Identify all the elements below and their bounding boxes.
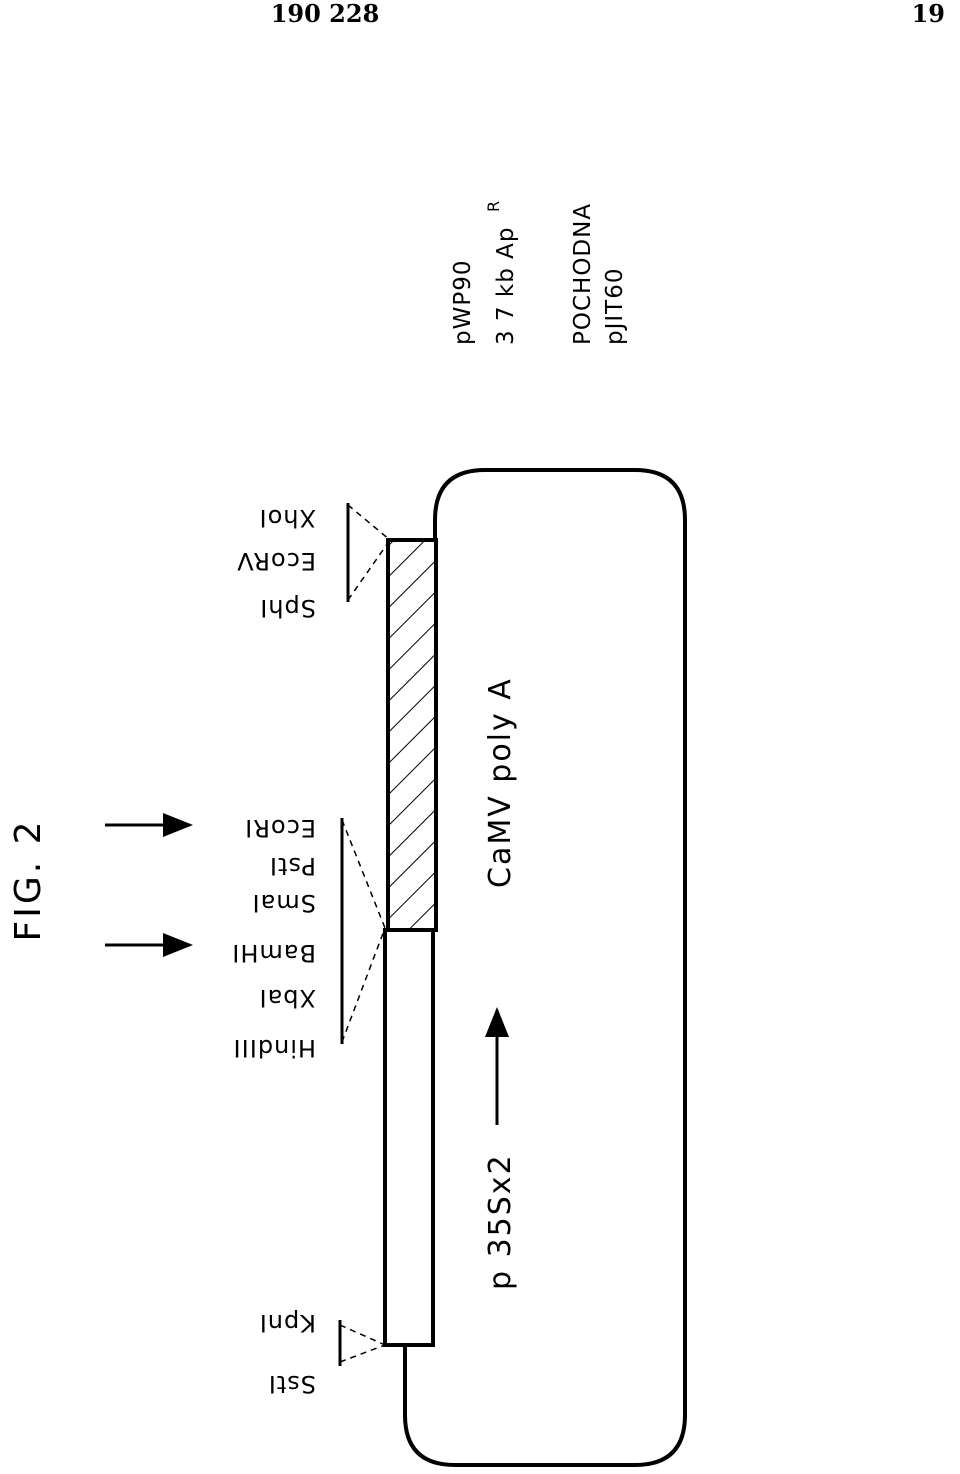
site-brackets	[338, 503, 350, 1366]
polya-box	[386, 538, 438, 932]
site-ecori: EcoRI	[244, 814, 316, 842]
page-number: 19	[912, 0, 945, 28]
site-kpn1: KpnI	[259, 1309, 316, 1337]
site-xhoi: XhoI	[259, 504, 316, 532]
site-xbai: XbaI	[259, 984, 316, 1012]
site-bamhi: BamHI	[231, 939, 316, 967]
promoter-label: p 35Sx2	[483, 1153, 518, 1290]
site-smai: SmaI	[252, 889, 316, 917]
site-psti: PstI	[269, 852, 316, 880]
figure-label: FIG. 2	[8, 818, 49, 941]
pointer-arrows	[105, 813, 193, 957]
resistance-superscript: R	[484, 201, 503, 212]
plasmid-outline	[403, 468, 687, 1467]
plasmid-name: pWP90	[450, 260, 476, 345]
plasmid-size: 3 7 kb Ap R	[484, 201, 519, 345]
patent-number: 190 228	[271, 0, 380, 28]
polya-label: CaMV poly A	[483, 677, 518, 888]
site-hindiii: HindIII	[233, 1034, 316, 1062]
derivative-label: POCHODNA	[570, 203, 596, 345]
promoter-box	[383, 928, 435, 1347]
site-sst1: SstI	[268, 1370, 316, 1398]
site-connectors	[339, 504, 391, 1363]
derivative-of-label: pJIT60	[602, 268, 628, 345]
site-sphi: SphI	[259, 594, 316, 622]
plasmid-size-text: 3 7 kb Ap	[493, 227, 519, 345]
site-ecorv: EcoRV	[236, 547, 316, 575]
